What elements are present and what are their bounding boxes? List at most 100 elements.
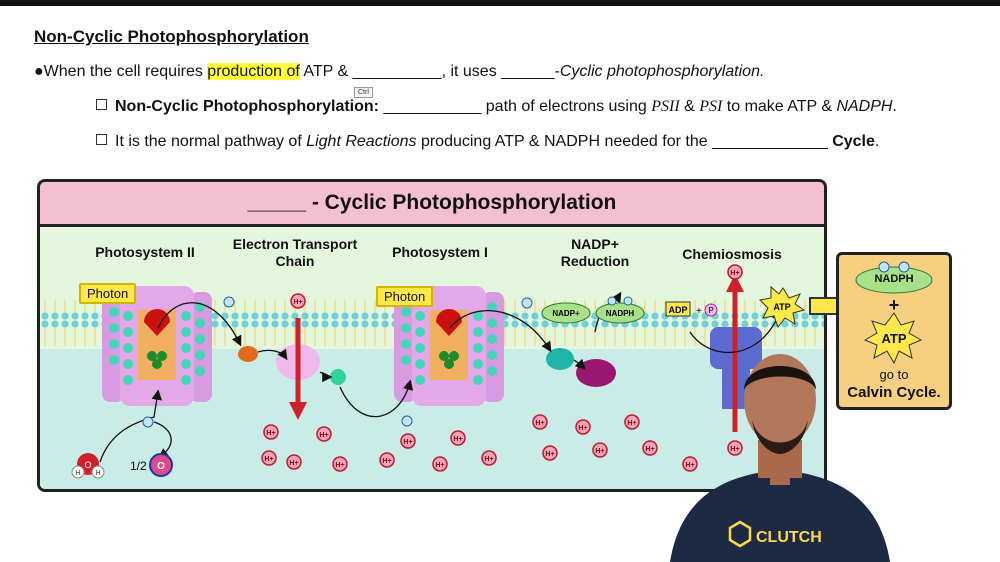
half-o2-label: 1/2 <box>130 459 147 473</box>
proton-icon <box>481 450 497 466</box>
oxygen-release-arrow <box>153 421 172 459</box>
plus-sign: + <box>696 306 702 317</box>
proton-label: H+ <box>645 446 654 453</box>
atp-formation-arrow <box>689 309 782 354</box>
water-split-arrow <box>99 389 162 463</box>
bullet-2-end: . <box>892 98 897 115</box>
atp-synthase-icon <box>710 274 762 432</box>
proton-icon <box>450 430 466 446</box>
bullet-2-bold: Non-Cyclic Photophosphorylation: <box>115 98 379 115</box>
proton-icon <box>532 414 548 430</box>
water-h-label: H <box>95 470 100 477</box>
bullet-1: ●When the cell requires production of AT… <box>34 63 764 81</box>
ctrl-tooltip: Ctrl <box>354 87 373 98</box>
photosystem-1-complex <box>394 286 504 406</box>
proton-icon <box>332 456 348 472</box>
proton-label: H+ <box>382 458 391 465</box>
proton-icon <box>286 454 302 470</box>
proton-label: H+ <box>435 462 444 469</box>
bullet-2-psi: PSI <box>699 98 723 115</box>
proton-label: H+ <box>685 462 694 469</box>
svg-text:NADP+: NADP+ <box>552 309 580 318</box>
proton-label: H+ <box>484 456 493 463</box>
bullet-3-pre: It is the normal pathway of <box>115 133 307 150</box>
proton-icon <box>379 452 395 468</box>
proton-icon <box>290 293 306 309</box>
bullet-2-text: ___________ path of electrons using <box>379 98 652 115</box>
svg-text:ADP: ADP <box>668 305 687 315</box>
label-etc-line2: Chain <box>275 253 315 269</box>
proton-label: H+ <box>335 462 344 469</box>
photosystem-2-complex <box>102 286 212 406</box>
side-plus: + <box>888 295 900 315</box>
label-photosystem-1: Photosystem I <box>392 244 488 260</box>
svg-text:O: O <box>157 461 165 472</box>
svg-text:NADPH: NADPH <box>606 309 635 318</box>
side-nadph: NADPH <box>874 273 914 285</box>
proton-icon <box>727 264 743 280</box>
proton-label: H+ <box>578 425 587 432</box>
water-molecule-icon: O H H <box>71 453 105 479</box>
label-chemiosmosis: Chemiosmosis <box>682 246 782 262</box>
label-nadp-reduction: NADP+Reduction <box>540 236 650 270</box>
proton-icon <box>542 445 558 461</box>
proton-icon <box>592 442 608 458</box>
proton-icon <box>642 440 658 456</box>
bullet-1-mid: ATP & __________, it uses ______- <box>299 63 560 80</box>
checkbox-icon <box>96 99 107 110</box>
proton-label: H+ <box>293 299 302 306</box>
checkbox-icon <box>96 134 107 145</box>
proton-label: H+ <box>289 460 298 467</box>
bullet-2-nadph: NADPH <box>836 98 893 115</box>
bullet-2-amp: & <box>679 98 700 115</box>
bullet-1-tail: Cyclic photophosphorylation. <box>559 63 765 80</box>
electron-path-arrow <box>319 371 333 383</box>
bullet-3-bold: Cycle <box>832 133 875 150</box>
proton-icon <box>432 456 448 472</box>
nadp-reductase-icon <box>576 359 616 387</box>
electron-path-arrow <box>339 379 414 418</box>
svg-text:P: P <box>708 306 713 315</box>
water-o-label: O <box>84 460 91 470</box>
presenter-video: CLUTCH <box>670 354 890 562</box>
side-goto: go to <box>879 367 909 382</box>
proton-label: H+ <box>403 439 412 446</box>
electron-path-arrow <box>157 302 242 347</box>
label-etc-line1: Electron Transport <box>232 236 358 252</box>
atp-product-icon <box>863 312 923 365</box>
proton-label: H+ <box>535 420 544 427</box>
proton-label: H+ <box>319 432 328 439</box>
adp-label-box: ADP <box>665 301 691 317</box>
proton-icon <box>682 456 698 472</box>
proton-icon <box>263 424 279 440</box>
proton-label: H+ <box>453 436 462 443</box>
electron-path-arrow <box>573 358 586 370</box>
top-bar <box>0 0 1000 6</box>
diagram-title: _____ - Cyclic Photophosphorylation <box>40 182 824 227</box>
clutch-logo-icon <box>728 520 752 548</box>
proton-label: H+ <box>264 456 273 463</box>
electron-path-arrow <box>257 348 288 361</box>
nadp-plus-molecule: NADP+ <box>541 302 591 324</box>
svg-text:ATP: ATP <box>773 302 790 312</box>
plastocyanin-icon <box>330 369 346 385</box>
proton-icon <box>575 419 591 435</box>
label-nadp-line1: NADP+ <box>571 236 619 252</box>
bullet-2-mid: to make ATP & <box>722 98 837 115</box>
side-calvin: Calvin Cycle. <box>847 384 941 401</box>
electron-icons <box>142 296 533 428</box>
proton-label: H+ <box>266 430 275 437</box>
side-atp: ATP <box>881 331 907 346</box>
ferredoxin-icon <box>546 348 574 370</box>
proton-label: H+ <box>730 270 739 277</box>
photon-label-1: Photon <box>79 283 137 304</box>
products-panel: NADPH + ATP go to Calvin Cycle. <box>836 252 952 410</box>
proton-label: H+ <box>545 451 554 458</box>
diagram-panel: _____ - Cyclic Photophosphorylation <box>37 179 827 492</box>
label-photosystem-2: Photosystem II <box>95 244 195 260</box>
water-h-label: H <box>75 470 80 477</box>
nadph-product-icon <box>855 266 933 294</box>
photon-label-2: Photon <box>376 286 434 307</box>
products-svg <box>855 261 933 365</box>
